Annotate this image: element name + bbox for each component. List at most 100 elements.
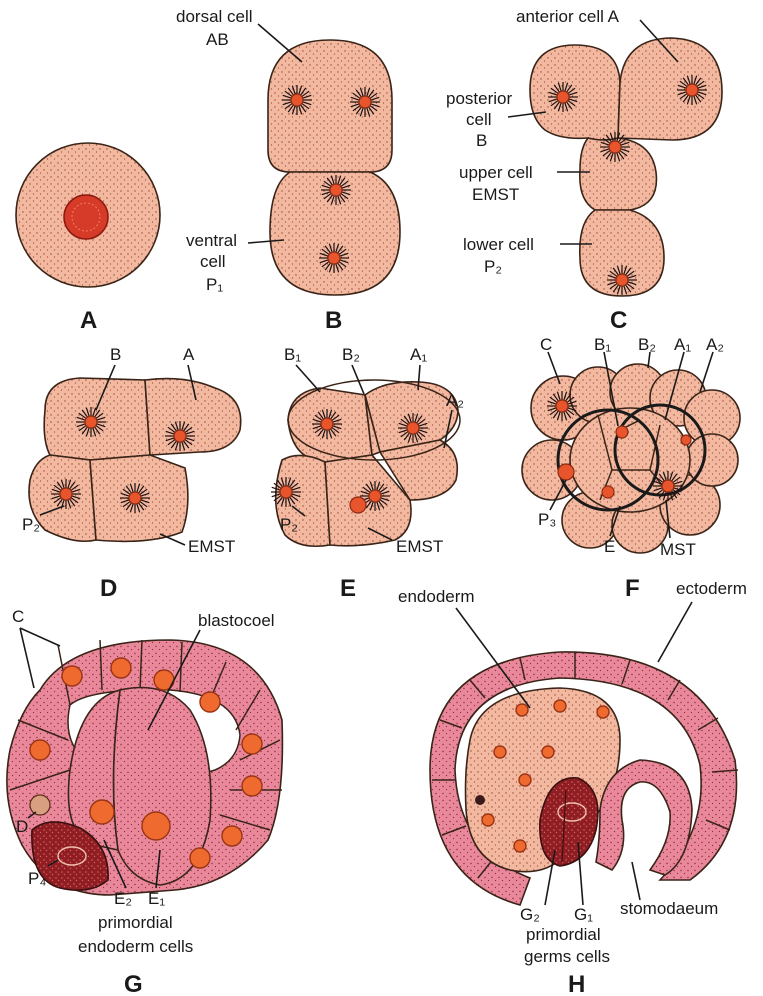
- cell-nucleus: [597, 706, 609, 718]
- label-g-e2: E₂: [114, 889, 132, 908]
- dorsal-cell-ab: [268, 40, 392, 172]
- label-stomodaeum: stomodaeum: [620, 899, 718, 918]
- label-f-b2: B₂: [638, 335, 656, 354]
- aster-nucleus: [369, 490, 381, 502]
- label-anterior-cell-a: anterior cell A: [516, 7, 620, 26]
- cell-e-a1: [365, 382, 458, 452]
- panel-letter-d: D: [100, 575, 117, 602]
- label-e-b2: B₂: [342, 345, 360, 364]
- panel-a-zygote: [16, 143, 160, 287]
- aster-nucleus: [616, 274, 628, 286]
- label-f-a2: A₂: [706, 335, 724, 354]
- panel-letter-c: C: [610, 307, 627, 334]
- zygote-nucleus: [64, 195, 108, 239]
- cell-nucleus: [222, 826, 242, 846]
- label-h-primordial: primordial: [526, 925, 601, 944]
- label-upper-emst: EMST: [472, 185, 519, 204]
- cell-nucleus: [111, 658, 131, 678]
- label-f-a1: A₁: [674, 335, 691, 354]
- label-e-b1: B₁: [284, 345, 301, 364]
- label-g-d: D: [16, 817, 28, 836]
- label-d-p2: P₂: [22, 515, 40, 534]
- label-f-c: C: [540, 335, 552, 354]
- cell-d-b: [44, 378, 150, 460]
- cell-nucleus: [62, 666, 82, 686]
- aster-nucleus: [129, 492, 141, 504]
- cell-nucleus: [190, 848, 210, 868]
- label-posterior-b: B: [476, 131, 487, 150]
- cell-nucleus: [519, 774, 531, 786]
- panel-e: [271, 380, 460, 546]
- aster-nucleus: [85, 416, 97, 428]
- panel-letter-e: E: [340, 575, 356, 602]
- aster-nucleus: [291, 94, 303, 106]
- cell-nucleus: [200, 692, 220, 712]
- cell-nucleus: [482, 814, 494, 826]
- panel-b-two-cell: [268, 40, 400, 295]
- label-d-b: B: [110, 345, 121, 364]
- aster-nucleus: [328, 252, 340, 264]
- aster-nucleus: [609, 141, 621, 153]
- panel-c-four-cell: [530, 38, 722, 296]
- label-g-primordial: primordial: [98, 913, 173, 932]
- label-h-endoderm: endoderm: [398, 587, 475, 606]
- aster-nucleus: [280, 486, 292, 498]
- cell-nucleus: [30, 740, 50, 760]
- cell-nucleus: [542, 746, 554, 758]
- panel-letter-g: G: [124, 971, 143, 996]
- label-e-p2: P₂: [280, 515, 298, 534]
- cell-nucleus: [514, 840, 526, 852]
- label-p1: P₁: [206, 275, 223, 294]
- cell-nucleus: [142, 812, 170, 840]
- label-h-ectoderm: ectoderm: [676, 579, 747, 598]
- label-posterior: posterior: [446, 89, 512, 108]
- cell-d-a: [145, 379, 241, 455]
- label-h-g1: G₁: [574, 905, 593, 924]
- cell-nucleus: [494, 746, 506, 758]
- label-upper-cell: upper cell: [459, 163, 533, 182]
- label-g-p4: P₄: [28, 869, 46, 888]
- panel-letter-b: B: [325, 307, 342, 334]
- aster-nucleus: [556, 400, 568, 412]
- label-d-a: A: [183, 345, 195, 364]
- aster-nucleus: [330, 184, 342, 196]
- label-posterior-cell: cell: [466, 110, 492, 129]
- panel-d: [29, 378, 241, 541]
- label-blastocoel: blastocoel: [198, 611, 275, 630]
- aster-nucleus: [686, 84, 698, 96]
- label-e-a1: A₁: [410, 345, 427, 364]
- label-h-germs-cells: germs cells: [524, 947, 610, 966]
- label-lower-cell: lower cell: [463, 235, 534, 254]
- cell-nucleus: [242, 734, 262, 754]
- label-e-emst: EMST: [396, 537, 443, 556]
- cell-nucleus: [554, 700, 566, 712]
- label-d-emst: EMST: [188, 537, 235, 556]
- panel-g-blastula: [7, 640, 283, 895]
- label-h-g2: G₂: [520, 905, 540, 924]
- aster-nucleus: [60, 488, 72, 500]
- label-g-c: C: [12, 607, 24, 626]
- aster-nucleus: [407, 422, 419, 434]
- label-f-mst: MST: [660, 540, 696, 559]
- label-f-p3: P₃: [538, 510, 556, 529]
- panel-letter-f: F: [625, 575, 640, 602]
- cell-nucleus: [516, 704, 528, 716]
- panel-letter-h: H: [568, 971, 585, 996]
- label-e-a2: A₂: [446, 391, 464, 410]
- label-lower-p2: P₂: [484, 257, 502, 276]
- panel-h-gastrula: [430, 652, 738, 905]
- aster-nucleus: [557, 91, 569, 103]
- aster-nucleus: [321, 418, 333, 430]
- cell-nucleus: [242, 776, 262, 796]
- label-ventral-cell: cell: [200, 252, 226, 271]
- label-f-b1: B₁: [594, 335, 611, 354]
- label-dorsal-cell: dorsal cell: [176, 7, 253, 26]
- aster-nucleus: [662, 480, 674, 492]
- aster-nucleus: [359, 96, 371, 108]
- label-f-e: E: [604, 537, 615, 556]
- aster-nucleus: [174, 430, 186, 442]
- cell-nucleus: [90, 800, 114, 824]
- panel-letter-a: A: [80, 307, 97, 334]
- label-ab: AB: [206, 30, 229, 49]
